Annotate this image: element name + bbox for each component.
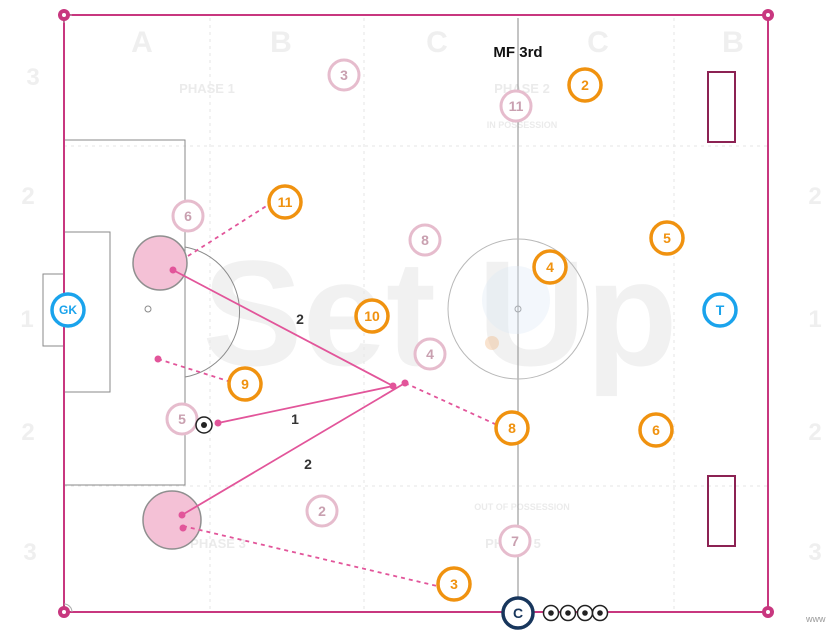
ball-icon[interactable] [195, 416, 213, 434]
column-letter-a: A [131, 26, 153, 59]
player-number: 10 [364, 308, 380, 324]
pink-player[interactable]: 6 [171, 199, 205, 233]
phase-label: PHASE 1 [179, 81, 235, 96]
run-line [404, 382, 496, 425]
ball-icon [559, 604, 577, 622]
pass-label: 1 [291, 411, 299, 427]
orange-player[interactable]: 5 [649, 220, 685, 256]
player-number: 11 [278, 194, 293, 210]
column-letter-b: B [270, 26, 292, 59]
player-number: 7 [511, 533, 519, 549]
player-number: 6 [184, 208, 192, 224]
row-number: 2 [808, 419, 821, 446]
row-number: 1 [808, 306, 821, 333]
phase-label: PHASE 3 [190, 536, 246, 551]
goalkeeper-marker[interactable]: GK [50, 292, 86, 328]
row-number: 3 [23, 539, 36, 566]
target-label: T [716, 302, 725, 318]
orange-player[interactable]: 8 [494, 410, 530, 446]
row-number: 1 [20, 306, 33, 333]
pink-player[interactable]: 2 [305, 494, 339, 528]
mini-goal-bottom [707, 475, 736, 547]
player-number: 6 [652, 422, 660, 438]
player-number: 9 [241, 376, 249, 392]
player-number: 8 [508, 420, 516, 436]
row-number: 2 [808, 183, 821, 210]
penalty-spot [144, 305, 152, 313]
pass-line [217, 385, 394, 424]
centre-spot [514, 305, 522, 313]
player-number: 5 [663, 230, 671, 246]
target-zone-upper [132, 235, 188, 291]
phase-sub-label: OUT OF POSSESSION [474, 502, 570, 512]
crest-icon [482, 266, 550, 350]
orange-player[interactable]: 6 [638, 412, 674, 448]
pass-label: 2 [304, 456, 312, 472]
orange-player[interactable]: 2 [567, 67, 603, 103]
zone-title: MF 3rd [493, 44, 542, 61]
run-line [182, 525, 438, 587]
row-number: 2 [21, 419, 34, 446]
orange-player[interactable]: 11 [267, 184, 303, 220]
player-number: 3 [450, 576, 458, 592]
target-marker[interactable]: T [702, 292, 738, 328]
coach-marker[interactable]: C [501, 596, 535, 630]
coach-label: C [513, 605, 523, 621]
player-number: 2 [581, 77, 589, 93]
row-number: 2 [21, 183, 34, 210]
watermark: Set Up [202, 229, 677, 397]
ball-icon [591, 604, 609, 622]
row-numbers: 3 2 1 2 3 2 1 2 3 [20, 64, 821, 566]
orange-player[interactable]: 9 [227, 366, 263, 402]
orange-players: 2 11 5 4 10 9 8 6 [227, 67, 685, 602]
pass-lines [172, 269, 406, 516]
row-number: 3 [26, 64, 39, 91]
player-number: 11 [509, 98, 524, 114]
footer-text: www [805, 614, 826, 624]
ball-icon [576, 604, 594, 622]
pass-line [172, 269, 394, 387]
pink-player[interactable]: 8 [408, 223, 442, 257]
ball-supply [542, 604, 609, 622]
movement-lines [157, 204, 496, 587]
pass-line [181, 382, 406, 516]
pink-players: 3 11 6 8 4 5 2 7 [165, 58, 533, 558]
pass-dots [154, 266, 409, 532]
player-number: 5 [178, 411, 186, 427]
pink-player[interactable]: 7 [498, 524, 532, 558]
player-number: 2 [318, 503, 326, 519]
corner-markers [58, 9, 774, 618]
orange-player[interactable]: 3 [436, 566, 472, 602]
goalkeeper-label: GK [59, 303, 77, 317]
pink-player[interactable]: 3 [327, 58, 361, 92]
orange-player[interactable]: 10 [354, 298, 390, 334]
mini-goal-top [707, 71, 736, 143]
pink-player[interactable]: 5 [165, 402, 199, 436]
pink-player[interactable]: 4 [413, 337, 447, 371]
centre-circle [447, 238, 589, 380]
column-letters: A B C C B [131, 26, 744, 59]
player-number: 8 [421, 232, 429, 248]
column-letter-c-2: C [587, 26, 609, 59]
player-number: 4 [546, 259, 554, 275]
orange-player[interactable]: 4 [532, 249, 568, 285]
column-letter-c: C [426, 26, 448, 59]
player-number: 4 [426, 346, 434, 362]
row-number: 3 [808, 539, 821, 566]
phase-sub-label: IN POSSESSION [487, 120, 558, 130]
pink-player[interactable]: 11 [499, 89, 533, 123]
player-number: 3 [340, 67, 348, 83]
column-letter-b-2: B [722, 26, 744, 59]
target-zone-lower [142, 490, 202, 550]
ball-icon [542, 604, 560, 622]
pass-label: 2 [296, 311, 304, 327]
penalty-arc [184, 246, 241, 378]
